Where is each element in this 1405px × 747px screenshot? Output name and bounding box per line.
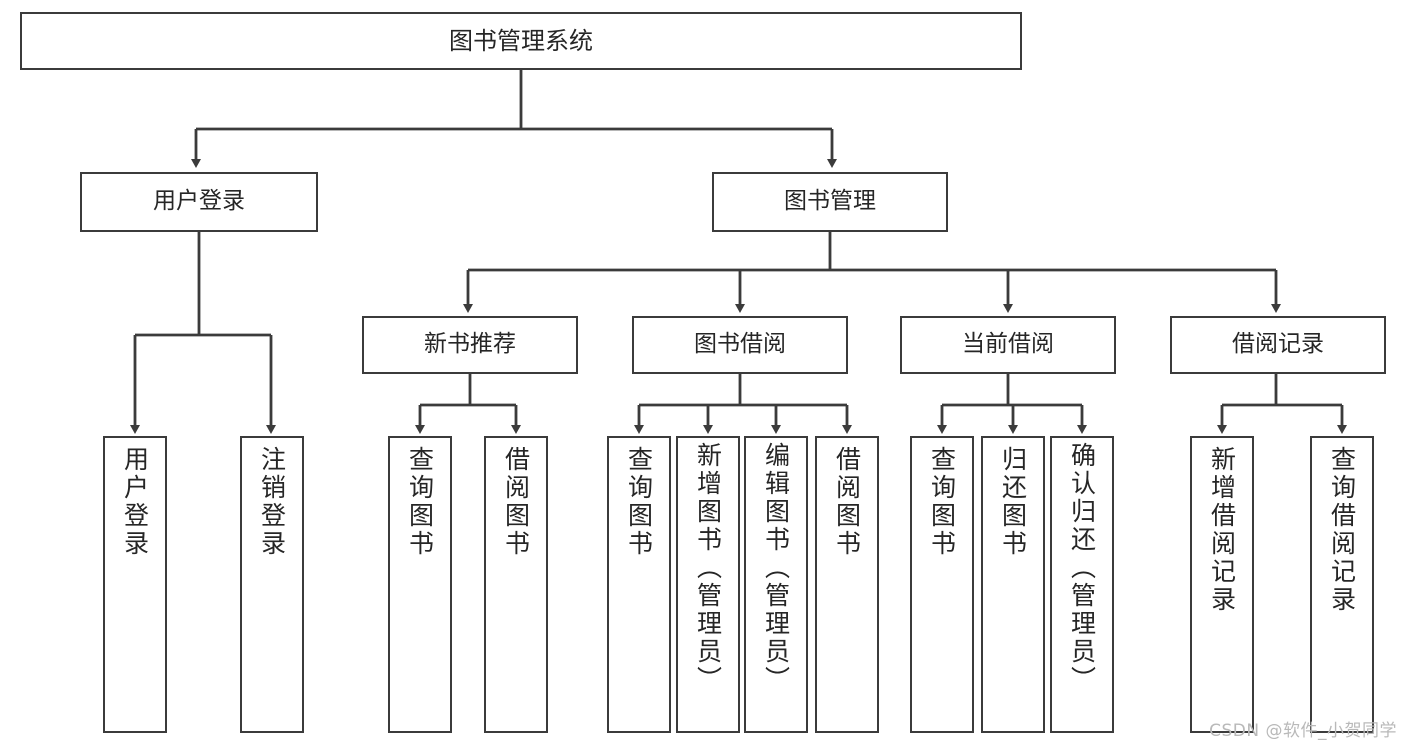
node-borrow-record[interactable]: 借阅记录 bbox=[1170, 316, 1386, 374]
node-current-borrow[interactable]: 当前借阅 bbox=[900, 316, 1116, 374]
node-leaf-return-book-label: 归还图书 bbox=[998, 446, 1028, 558]
node-user-login[interactable]: 用户登录 bbox=[80, 172, 318, 232]
node-leaf-borrow-book-2[interactable]: 借阅图书 bbox=[815, 436, 879, 733]
node-book-management-label: 图书管理 bbox=[784, 188, 876, 215]
node-borrow-record-label: 借阅记录 bbox=[1232, 331, 1324, 358]
node-leaf-query-book-1[interactable]: 查询图书 bbox=[388, 436, 452, 733]
node-book-management[interactable]: 图书管理 bbox=[712, 172, 948, 232]
node-book-borrow-label: 图书借阅 bbox=[694, 331, 786, 358]
node-current-borrow-label: 当前借阅 bbox=[962, 331, 1054, 358]
node-leaf-borrow-book-1[interactable]: 借阅图书 bbox=[484, 436, 548, 733]
node-leaf-logout-login-label: 注销登录 bbox=[257, 446, 287, 558]
node-new-book-recommend-label: 新书推荐 bbox=[424, 331, 516, 358]
node-leaf-logout-login[interactable]: 注销登录 bbox=[240, 436, 304, 733]
node-leaf-confirm-return[interactable]: 确认归还（管理员） bbox=[1050, 436, 1114, 733]
node-leaf-user-login-label: 用户登录 bbox=[120, 446, 150, 558]
node-user-login-label: 用户登录 bbox=[153, 188, 245, 215]
node-leaf-edit-book-label: 编辑图书（管理员） bbox=[761, 442, 791, 694]
node-leaf-edit-book[interactable]: 编辑图书（管理员） bbox=[744, 436, 808, 733]
node-root-label: 图书管理系统 bbox=[449, 26, 593, 55]
node-root[interactable]: 图书管理系统 bbox=[20, 12, 1022, 70]
node-leaf-add-book-label: 新增图书（管理员） bbox=[693, 442, 723, 694]
node-leaf-add-record-label: 新增借阅记录 bbox=[1207, 446, 1237, 614]
csdn-watermark: CSDN @软件_小贺同学 bbox=[1209, 721, 1397, 741]
node-leaf-query-book-3-label: 查询图书 bbox=[927, 446, 957, 558]
node-leaf-add-book[interactable]: 新增图书（管理员） bbox=[676, 436, 740, 733]
node-leaf-query-record[interactable]: 查询借阅记录 bbox=[1310, 436, 1374, 733]
node-leaf-query-book-2[interactable]: 查询图书 bbox=[607, 436, 671, 733]
node-leaf-query-record-label: 查询借阅记录 bbox=[1327, 446, 1357, 614]
node-leaf-query-book-2-label: 查询图书 bbox=[624, 446, 654, 558]
node-leaf-return-book[interactable]: 归还图书 bbox=[981, 436, 1045, 733]
node-leaf-user-login[interactable]: 用户登录 bbox=[103, 436, 167, 733]
node-book-borrow[interactable]: 图书借阅 bbox=[632, 316, 848, 374]
node-leaf-add-record[interactable]: 新增借阅记录 bbox=[1190, 436, 1254, 733]
node-leaf-query-book-1-label: 查询图书 bbox=[405, 446, 435, 558]
node-leaf-confirm-return-label: 确认归还（管理员） bbox=[1067, 442, 1097, 694]
node-leaf-borrow-book-1-label: 借阅图书 bbox=[501, 446, 531, 558]
node-new-book-recommend[interactable]: 新书推荐 bbox=[362, 316, 578, 374]
node-leaf-query-book-3[interactable]: 查询图书 bbox=[910, 436, 974, 733]
node-leaf-borrow-book-2-label: 借阅图书 bbox=[832, 446, 862, 558]
